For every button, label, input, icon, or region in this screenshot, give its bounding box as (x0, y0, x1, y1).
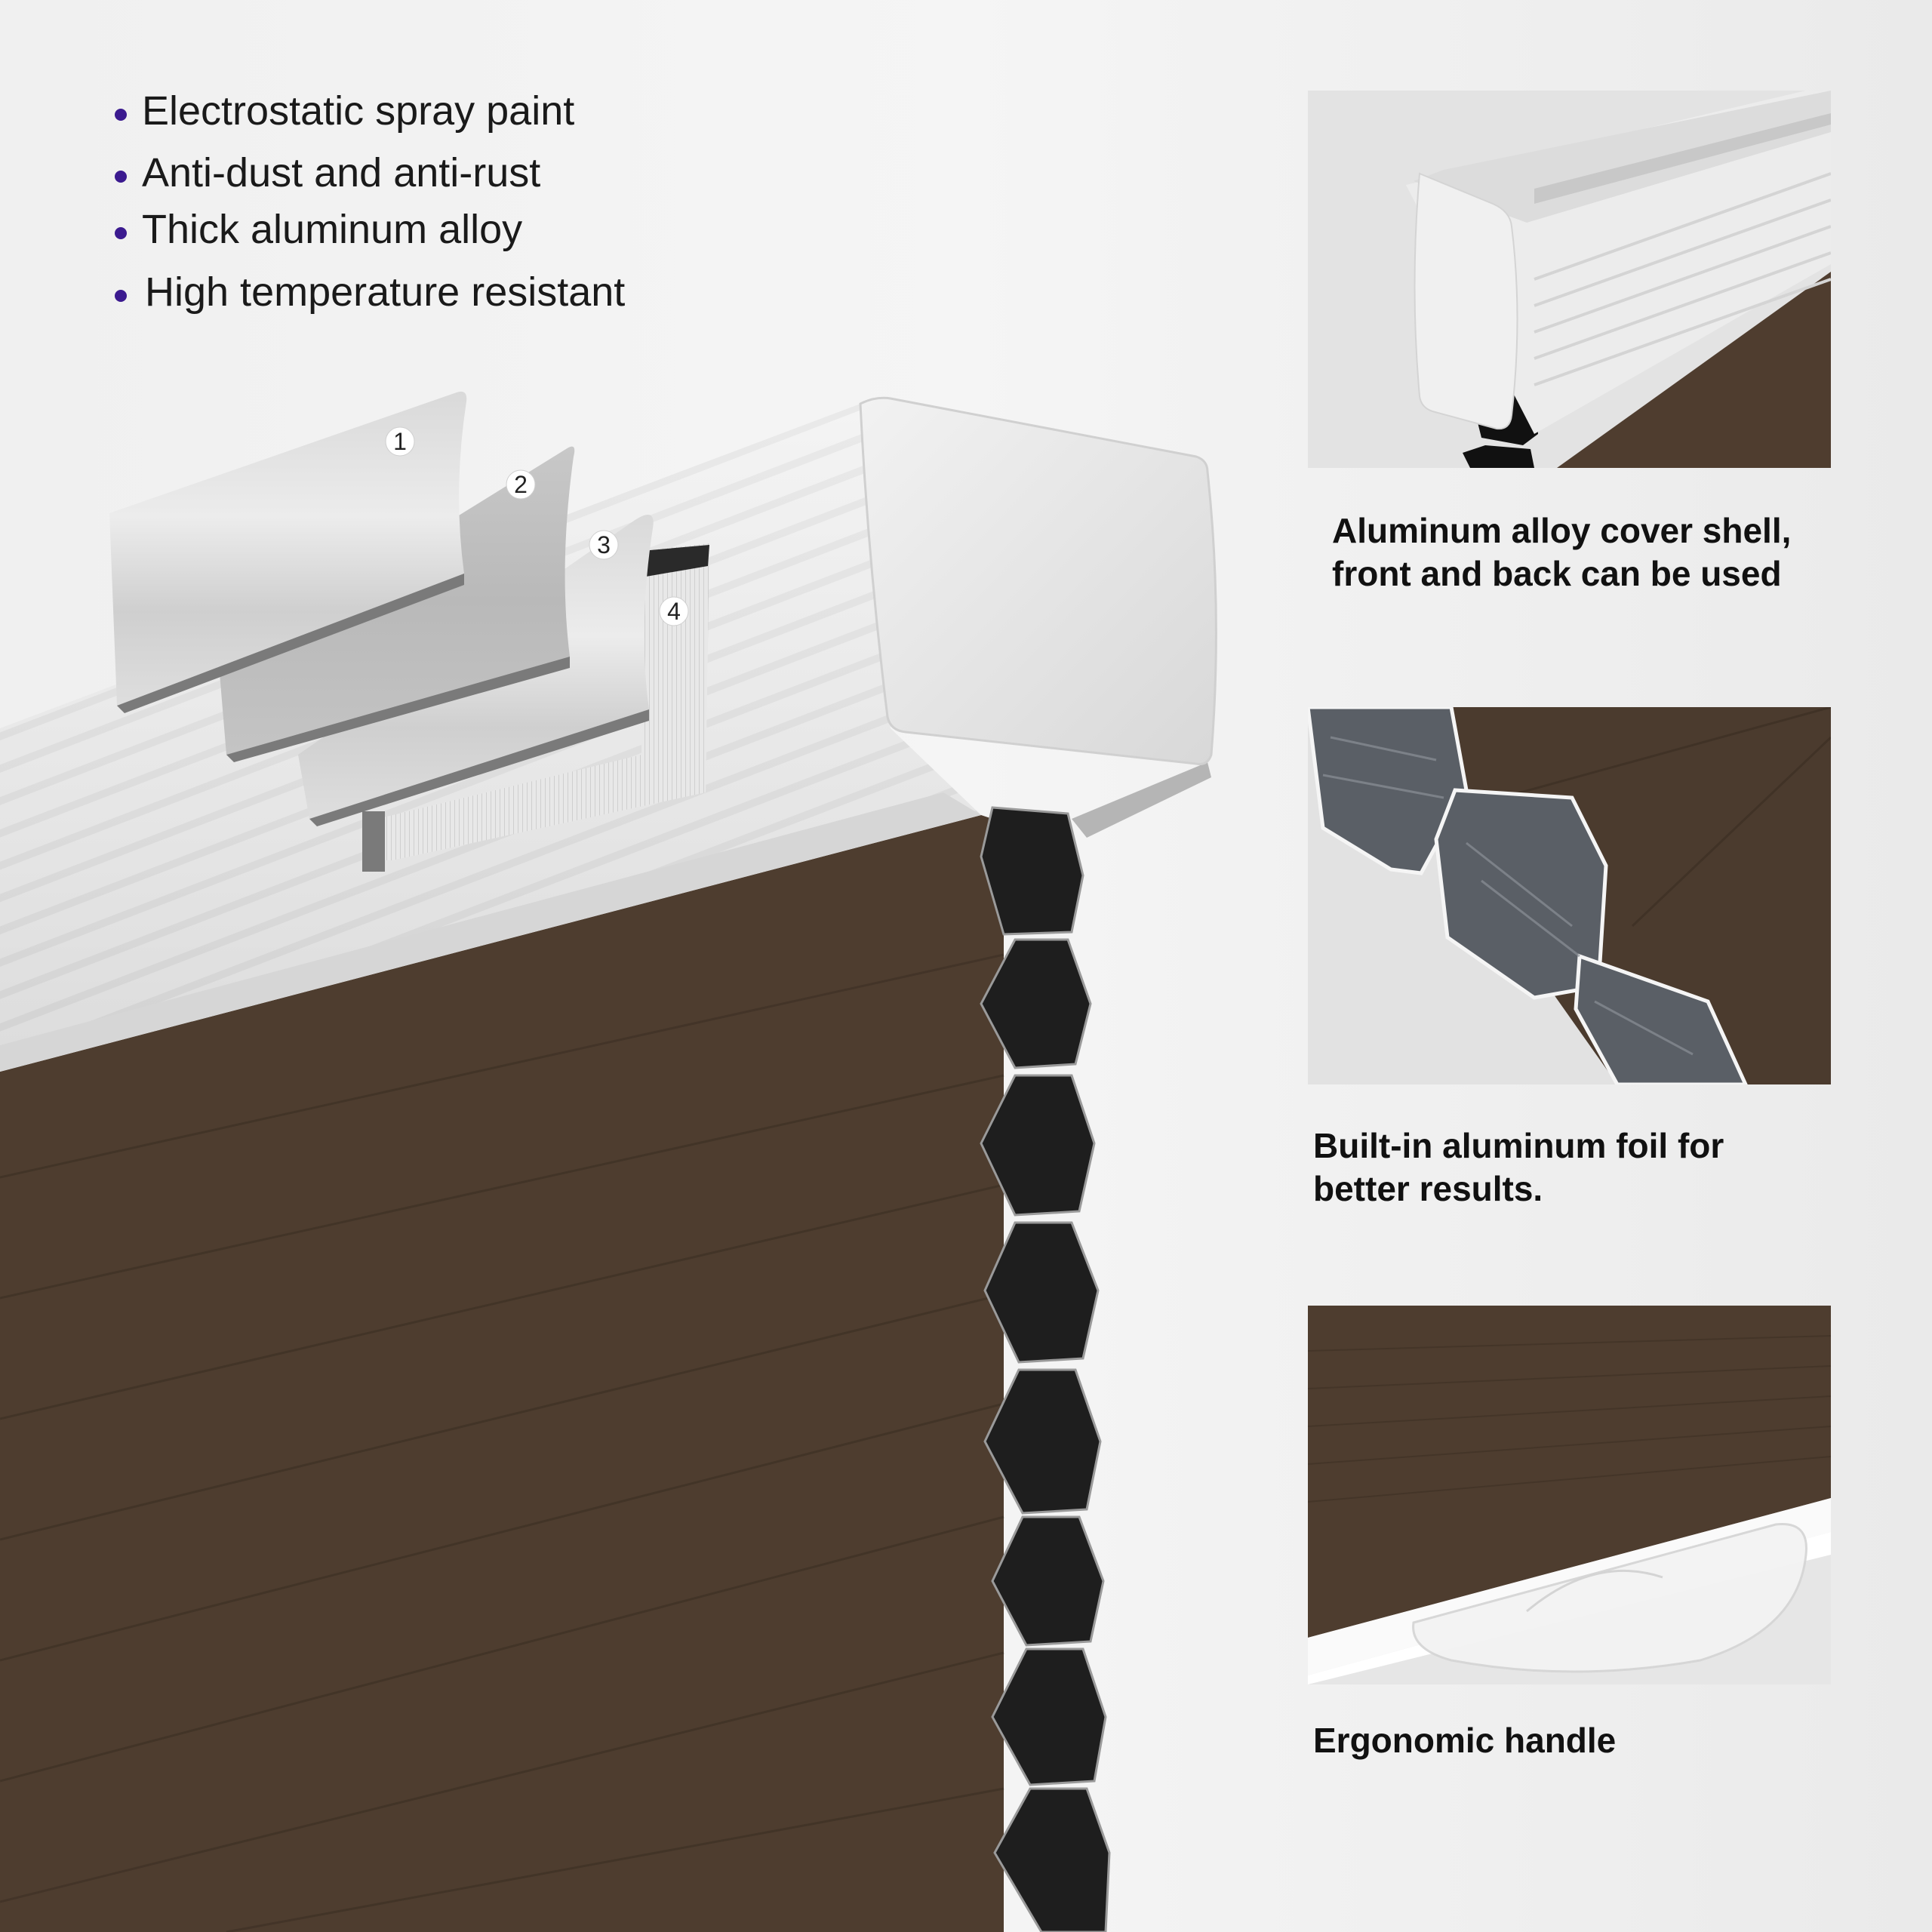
panel-cover-shell (1308, 91, 1831, 468)
panel-aluminum-foil (1308, 707, 1831, 1084)
layer-callouts: 1 2 3 4 (385, 426, 689, 626)
feature-label: Anti-dust and anti-rust (142, 150, 541, 195)
bullet-icon (115, 109, 127, 121)
handle-image (1308, 1306, 1831, 1684)
caption-cover-shell: Aluminum alloy cover shell, front and ba… (1332, 511, 1792, 593)
callout-4: 4 (667, 598, 681, 625)
end-cap (859, 396, 1217, 765)
bullet-icon (115, 227, 127, 239)
caption-aluminum-foil: Built-in aluminum foil for better result… (1313, 1126, 1724, 1208)
callout-1: 1 (393, 428, 407, 455)
cover-shell-image (1308, 91, 1831, 468)
bullet-icon (115, 290, 127, 302)
pleat-lines (0, 953, 1004, 1932)
feature-label: Thick aluminum alloy (142, 207, 523, 252)
panel-handle (1308, 1306, 1831, 1684)
callout-3: 3 (597, 531, 611, 558)
callout-2: 2 (514, 471, 528, 498)
hexagon-cells (980, 806, 1111, 1932)
feature-label: High temperature resistant (145, 269, 626, 315)
exploded-layers (109, 391, 709, 872)
caption-handle: Ergonomic handle (1313, 1721, 1617, 1760)
layer-1 (109, 391, 467, 706)
handle-grip (1412, 1523, 1807, 1673)
aluminum-foil-image (1308, 707, 1831, 1084)
bullet-icon (115, 171, 127, 183)
feature-label: Electrostatic spray paint (142, 88, 575, 134)
layer-4-brush (370, 543, 709, 860)
cellular-fabric (0, 815, 1004, 1932)
